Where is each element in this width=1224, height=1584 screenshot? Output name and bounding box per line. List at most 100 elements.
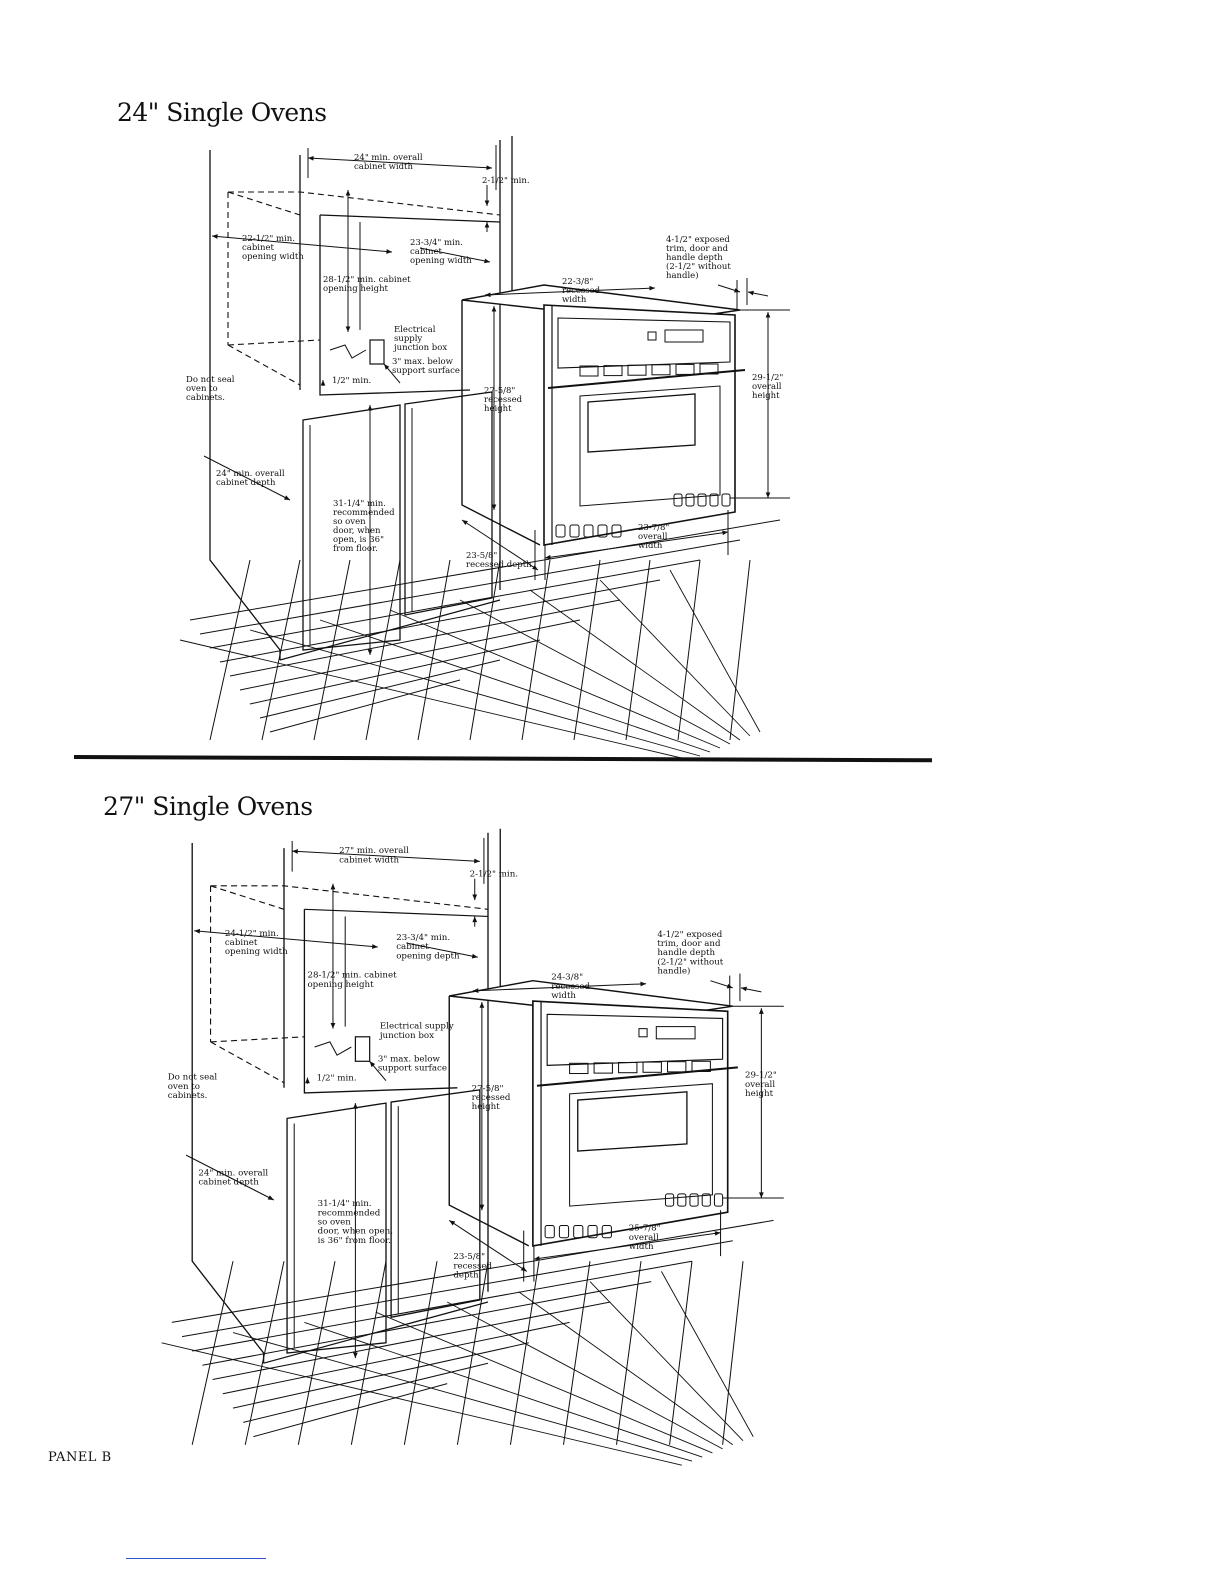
- bottom-vent: [573, 1224, 584, 1239]
- supply-wire: [329, 344, 367, 359]
- bottom-vent: [721, 493, 731, 507]
- floor-line: [191, 1261, 234, 1445]
- floor-line: [209, 559, 701, 649]
- section-title-24: 24" Single Ovens: [117, 98, 327, 127]
- clock-display: [655, 1026, 696, 1040]
- vent-slot: [569, 1062, 589, 1075]
- floor-line: [202, 1281, 652, 1366]
- arrowhead: [472, 988, 479, 994]
- arrowhead: [484, 200, 490, 206]
- cabinet-side: [191, 842, 265, 1364]
- bottom-vent: [697, 493, 707, 507]
- oven-window: [587, 393, 696, 453]
- label-line: 28-1/2" min. cabinet: [323, 275, 411, 285]
- label-line: from floor.: [333, 544, 378, 554]
- label-line: so oven: [318, 1217, 352, 1227]
- arrowhead: [714, 1231, 721, 1236]
- control-panel: [557, 317, 731, 369]
- dim-overall-width-oven: [533, 1232, 721, 1260]
- label-line: 27-5/8": [484, 386, 515, 396]
- floor-line: [375, 1311, 713, 1454]
- oven-side: [461, 300, 541, 546]
- oven-window: [577, 1091, 688, 1152]
- arrowhead: [353, 1103, 358, 1109]
- link-underline: [126, 1558, 266, 1559]
- floor-line: [722, 1261, 744, 1445]
- panel-label: PANEL B: [48, 1450, 112, 1465]
- floor-line: [589, 1281, 744, 1442]
- label-recessed-depth: 23-5/8"recessed depth: [466, 551, 532, 570]
- vent-slot: [667, 1061, 687, 1073]
- floor-line: [239, 619, 581, 691]
- label-line: width: [551, 991, 576, 1001]
- arrowhead: [491, 504, 497, 510]
- label-line: 1/2" min.: [332, 376, 371, 386]
- label-line: height: [752, 391, 780, 401]
- arrowhead: [367, 649, 373, 655]
- arrowhead: [533, 1256, 540, 1261]
- arrowhead: [758, 1192, 764, 1198]
- floor-line: [599, 579, 751, 737]
- bottom-vent: [611, 524, 622, 538]
- floor-line: [179, 639, 691, 761]
- floor-line: [518, 1291, 734, 1446]
- label-line: 24-3/8": [551, 973, 583, 983]
- cabinet: [209, 136, 513, 661]
- label-line: handle): [666, 270, 699, 281]
- label-line: handle): [657, 966, 690, 977]
- cabinet: [191, 828, 501, 1364]
- oven-side: [448, 995, 530, 1247]
- arrowhead: [472, 916, 478, 923]
- label-top-clearance: 2-1/2" min.: [482, 176, 530, 186]
- label-line: handle depth: [666, 253, 723, 263]
- floor-line: [269, 679, 461, 733]
- floor-line: [389, 609, 721, 749]
- oven-front: [532, 1000, 729, 1247]
- arrowhead: [765, 492, 771, 498]
- floor-line: [189, 519, 781, 621]
- arrowhead: [485, 292, 491, 298]
- floor-line: [729, 559, 751, 741]
- arrowhead: [308, 155, 314, 161]
- label-half-inch: 1/2" min.: [317, 1074, 357, 1084]
- opening-back-dashed: [210, 1036, 305, 1043]
- clock-display: [664, 329, 704, 343]
- label-line: cabinet: [242, 243, 274, 253]
- vent-slot: [593, 1062, 613, 1074]
- floor-line: [417, 559, 451, 741]
- label-line: 27-5/8": [472, 1084, 504, 1094]
- label-line: 3" max. below: [378, 1054, 441, 1064]
- label-line: cabinets.: [186, 393, 225, 403]
- floor-line: [171, 1219, 774, 1323]
- label-line: recessed: [562, 286, 601, 296]
- label-line: 29-1/2": [745, 1071, 777, 1081]
- arrowhead: [212, 234, 218, 239]
- floor-line: [297, 1261, 336, 1445]
- bottom-vent: [587, 1224, 598, 1239]
- arrowhead: [462, 520, 468, 525]
- arrowhead: [479, 1204, 485, 1211]
- cabinet-door-right: [404, 391, 493, 616]
- vent-slot: [579, 365, 599, 377]
- floor-line: [244, 1261, 285, 1445]
- label-line: cabinet: [396, 942, 429, 952]
- floor-line: [529, 589, 741, 741]
- label-line: 23-5/8": [453, 1252, 485, 1262]
- label-line: 24" min. overall: [198, 1169, 268, 1179]
- label-line: (2-1/2" without: [657, 956, 723, 967]
- floor-line: [660, 1271, 754, 1437]
- label-line: opening width: [225, 947, 288, 957]
- bottom-vent: [689, 1193, 699, 1207]
- dim-recessed-depth: [461, 519, 539, 571]
- label-line: width: [629, 1242, 654, 1252]
- floor-line: [616, 1261, 642, 1445]
